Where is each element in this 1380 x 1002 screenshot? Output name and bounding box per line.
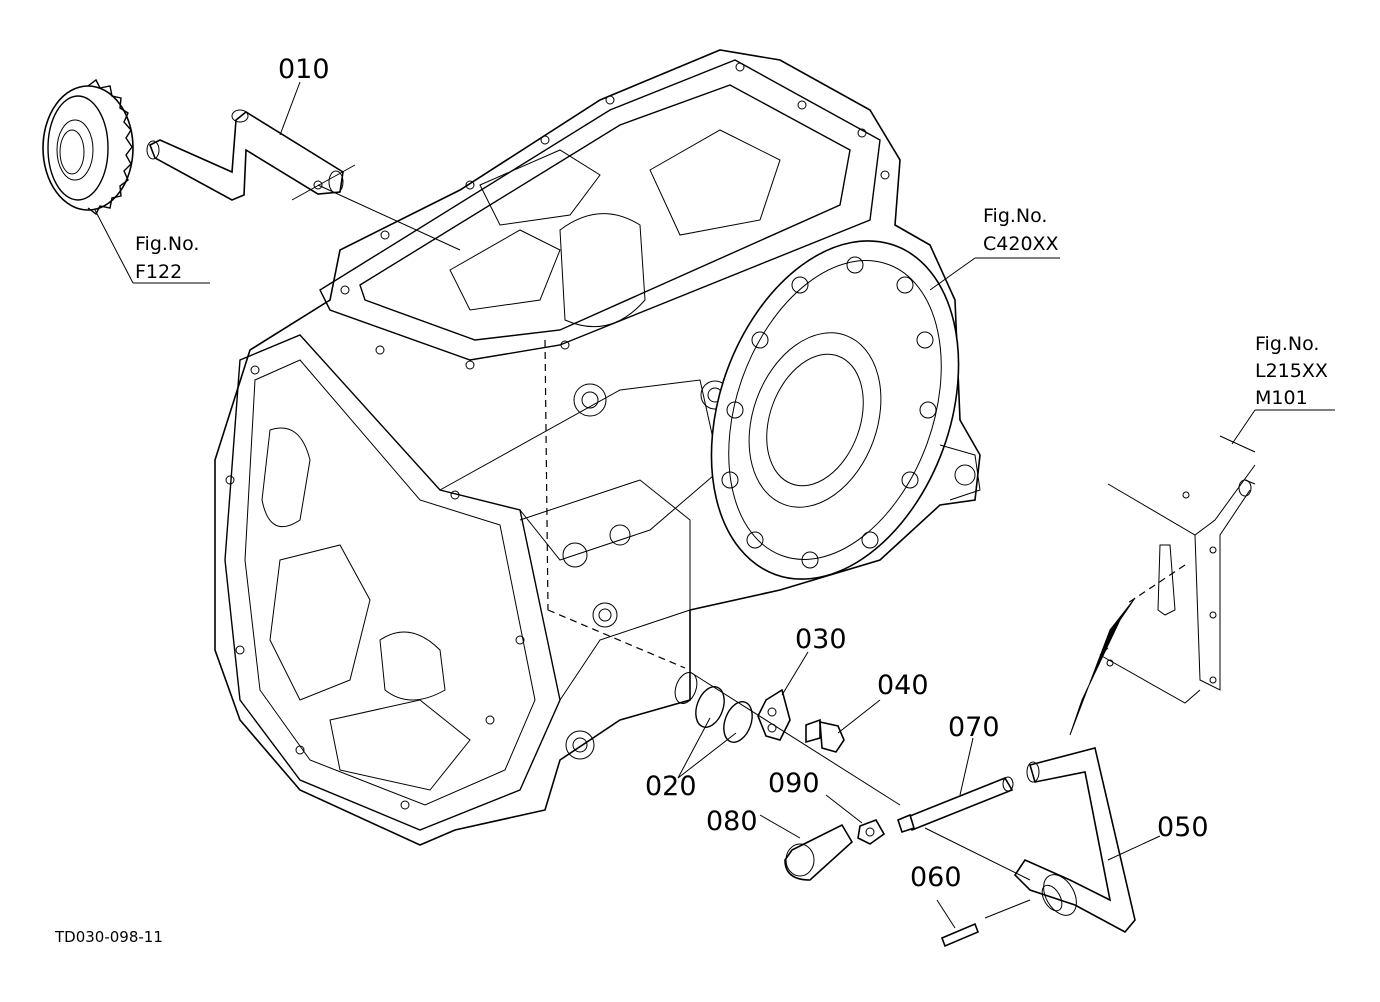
fig-label: Fig.No. [135,233,199,255]
fig-code: L215XX [1255,360,1328,382]
o-rings-020 [674,672,753,743]
fig-code: C420XX [983,233,1059,255]
part-label-050: 050 [1157,812,1209,843]
part-label-010: 010 [278,54,330,85]
part-label-070: 070 [948,712,1000,743]
fig-label: Fig.No. [1255,333,1319,355]
fig-label: Fig.No. [983,205,1047,227]
lever-050 [1013,747,1136,934]
transmission-case [214,49,981,846]
part-label-090: 090 [768,768,820,799]
gear-part [42,78,134,216]
drawing-code: TD030-098-11 [54,928,163,946]
mounting-bracket [1069,435,1256,736]
plate-030 [757,688,791,741]
part-label-030: 030 [795,624,847,655]
fig-code: F122 [135,261,182,283]
part-label-080: 080 [706,806,758,837]
shaft-part-010 [146,109,356,201]
figure-ref-f122: Fig.No. F122 [135,233,199,283]
leader-lines [94,81,1335,929]
rod-070 [897,776,1014,834]
part-label-060: 060 [910,862,962,893]
bolt-040 [805,718,845,753]
part-label-020: 020 [645,771,697,802]
pin-060 [940,922,980,948]
nut-090 [857,819,886,845]
fig-code-secondary: M101 [1255,387,1308,409]
knob-080 [784,823,854,881]
assembly-lines [317,184,1031,919]
bearing-flange [710,240,981,580]
figure-ref-l215xx: Fig.No. L215XX M101 [1255,333,1328,409]
part-label-040: 040 [877,670,929,701]
figure-ref-c420xx: Fig.No. C420XX [983,205,1059,255]
part-labels: 010 030 040 070 020 090 050 080 060 [278,54,1209,893]
